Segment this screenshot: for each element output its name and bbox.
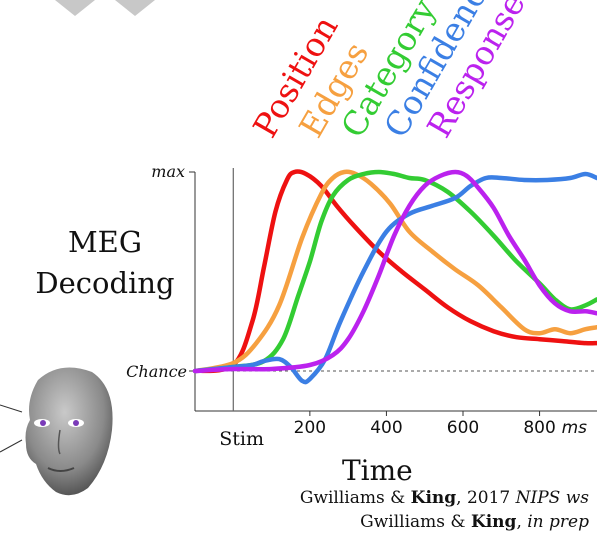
y-tick-label-max: max	[151, 162, 185, 181]
x-tick-label: 200	[294, 418, 326, 438]
series-line-edges	[192, 169, 597, 374]
x-tick-label: 800	[523, 418, 555, 438]
series-line-response	[192, 169, 597, 374]
ref1-venue: NIPS ws	[515, 488, 589, 508]
ref2-venue: in prep	[527, 512, 589, 532]
head-illustration	[0, 367, 113, 496]
x-axis-label: Time	[342, 454, 413, 487]
series-line-position	[192, 169, 597, 374]
ref2-authors: Gwilliams &	[360, 512, 471, 532]
y-tick-label-chance: Chance	[126, 362, 187, 381]
x-unit-label: ms	[562, 418, 588, 438]
ref2-mid: ,	[516, 512, 528, 532]
ref1-bold: King	[410, 488, 457, 508]
series-line-confidence	[192, 171, 597, 385]
x-tick-label: 600	[447, 418, 479, 438]
y-axis-label: MEG Decoding	[10, 222, 200, 304]
reference-1: Gwilliams & King, 2017 NIPS ws	[300, 488, 589, 508]
y-axis-label-line1: MEG	[67, 225, 143, 259]
ref1-authors: Gwilliams &	[299, 488, 411, 508]
stim-label: Stim	[219, 428, 264, 450]
decorative-shapes	[55, 0, 155, 16]
x-tick-label: 400	[370, 418, 402, 438]
reference-2: Gwilliams & King, in prep	[360, 512, 589, 532]
y-axis-label-line2: Decoding	[35, 266, 175, 300]
ref2-bold: King	[470, 512, 517, 532]
ref1-mid: , 2017	[456, 488, 516, 508]
series-lines	[192, 169, 597, 385]
